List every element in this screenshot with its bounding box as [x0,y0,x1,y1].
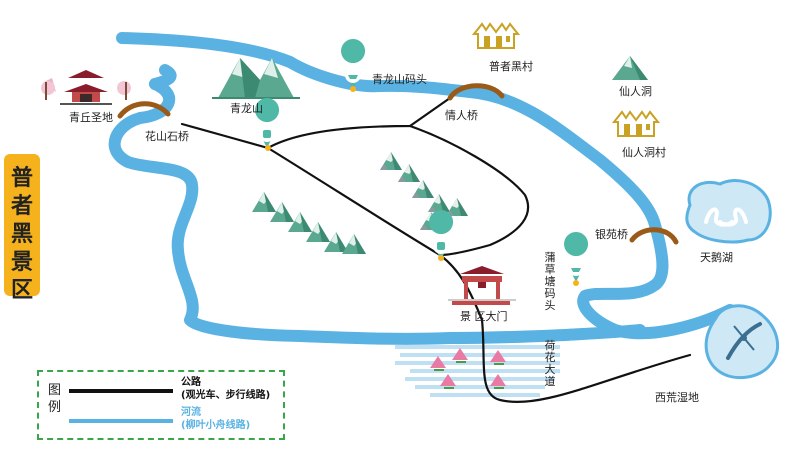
mountain-cluster [380,152,468,230]
place-label-lotus-road: 荷花大道 [544,339,556,388]
bridge-icon [117,101,171,119]
place-label-xihuang-wetland: 西荒湿地 [655,391,699,404]
place-label-qinglongshan-pier: 青龙山码头 [372,73,427,86]
lotus-pond [395,345,560,397]
place-label-yinyuan-bridge: 银苑桥 [595,228,628,241]
map-title: 普者黑景区 [10,165,33,303]
legend-river-label-sub: (柳叶小舟线路) [181,420,251,431]
legend-river-label-main: 河流 [181,407,201,418]
river [108,32,736,345]
boat-pier-marker-icon [564,232,589,282]
place-label-qinglongshan: 青龙山 [230,102,263,115]
lotus-icon [490,350,506,365]
legend-river-swatch [69,419,173,423]
bridge-icon [629,227,679,245]
swan-icon [704,207,748,227]
place-label-xianren-cave-village: 仙人洞村 [622,146,666,159]
swan-lake-shape [685,179,772,244]
place-label-huashan-bridge: 花山石桥 [145,130,189,143]
place-label-scenic-gate: 景 区大门 [460,310,508,323]
bridge-icon [447,83,505,101]
legend-river-label: 河流 (柳叶小舟线路) [181,406,250,432]
wetland-lake-shape [704,304,779,380]
place-label-puzhehei-village: 普者黑村 [489,60,533,73]
road-node [265,86,579,286]
legend-road-label-sub: (观光车、步行线路) [181,390,271,401]
lotus-icon [440,374,456,389]
mountain-cluster [252,192,366,254]
lotus-icon [452,348,468,363]
bus-stop-marker-icon [255,98,280,148]
legend-road-swatch [69,389,173,393]
canoe-icon [726,322,762,360]
mountain-icon [612,56,648,80]
legend-road-label: 公路 (观光车、步行线路) [181,376,270,402]
place-label-swan-lake: 天鹅湖 [700,251,733,264]
lotus-icon [490,374,506,389]
title-panel: 普者黑景区 [4,154,40,303]
place-label-lovers-bridge: 情人桥 [445,109,478,122]
village-icon [473,23,519,49]
village-icon [613,111,659,137]
place-label-xianren-cave: 仙人洞 [619,85,652,98]
roads [180,96,692,404]
place-label-qingqiu: 青丘圣地 [69,111,113,124]
mountain-icon [212,58,300,99]
temple-icon [41,70,131,105]
legend-road-label-main: 公路 [181,377,201,388]
lotus-icon [430,356,446,371]
legend-title: 图例 [48,383,62,415]
bus-stop-marker-icon [429,210,454,260]
gate-icon [448,266,516,305]
place-label-pucaotang-pier: 蒲草塘码头 [544,251,556,312]
boat-pier-marker-icon [341,39,366,89]
legend: 图例 公路 (观光车、步行线路) 河流 (柳叶小舟线路) [37,370,285,440]
